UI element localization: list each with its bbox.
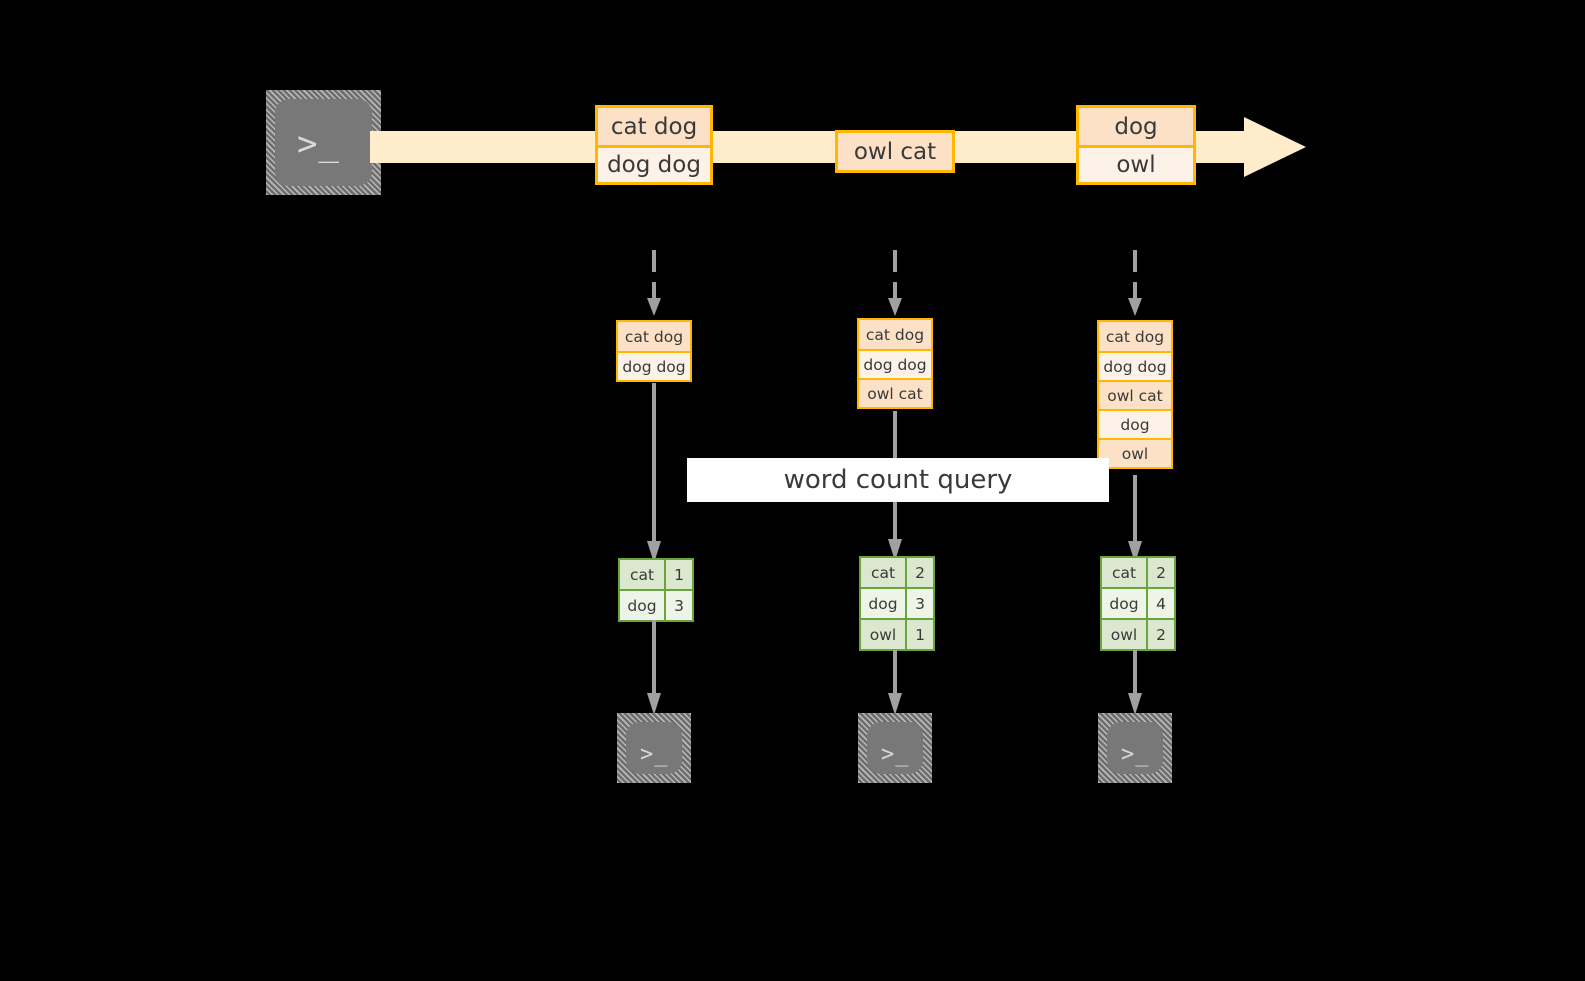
result-value: 3 xyxy=(666,591,692,620)
result-table-stage-2[interactable]: cat 2 dog 3 owl 1 xyxy=(859,556,935,651)
table-row: dog 4 xyxy=(1102,587,1174,618)
query-label: word count query xyxy=(687,458,1109,502)
event-row: owl xyxy=(1079,145,1193,182)
query-connector-stage-3 xyxy=(1127,475,1143,563)
terminal-prompt-glyph: >_ xyxy=(297,124,340,164)
table-row: owl 1 xyxy=(861,618,933,649)
terminal-screen: >_ xyxy=(867,722,923,774)
accumulated-buffer-stage-2[interactable]: cat dog dog dog owl cat xyxy=(857,318,933,409)
buffer-row: owl xyxy=(1099,438,1171,467)
buffer-row: dog xyxy=(1099,409,1171,438)
sink-terminal-icon-stage-1: >_ xyxy=(617,713,691,783)
buffer-row: dog dog xyxy=(859,349,931,378)
buffer-row: cat dog xyxy=(1099,322,1171,351)
sink-terminal-icon-stage-3: >_ xyxy=(1098,713,1172,783)
result-key: owl xyxy=(861,620,907,649)
result-key: owl xyxy=(1102,620,1148,649)
terminal-screen: >_ xyxy=(626,722,682,774)
buffer-row: owl cat xyxy=(859,378,931,407)
table-row: dog 3 xyxy=(620,589,692,620)
stream-event-3[interactable]: dog owl xyxy=(1076,105,1196,185)
event-row: owl cat xyxy=(838,133,952,170)
table-row: dog 3 xyxy=(861,587,933,618)
result-value: 2 xyxy=(1148,558,1174,587)
stream-event-2[interactable]: owl cat xyxy=(835,130,955,173)
sink-connector-stage-2 xyxy=(887,650,903,715)
terminal-prompt-glyph: >_ xyxy=(640,742,669,767)
result-value: 4 xyxy=(1148,589,1174,618)
result-value: 1 xyxy=(907,620,933,649)
event-row: dog xyxy=(1079,108,1193,145)
event-row: dog dog xyxy=(598,145,710,182)
table-row: cat 1 xyxy=(620,560,692,589)
buffer-row: dog dog xyxy=(618,351,690,380)
result-key: dog xyxy=(861,589,907,618)
dashed-connector-stage-1 xyxy=(646,250,662,320)
result-value: 3 xyxy=(907,589,933,618)
table-row: owl 2 xyxy=(1102,618,1174,649)
buffer-row: cat dog xyxy=(618,322,690,351)
result-table-stage-3[interactable]: cat 2 dog 4 owl 2 xyxy=(1100,556,1176,651)
result-value: 2 xyxy=(1148,620,1174,649)
query-connector-stage-1 xyxy=(646,383,662,563)
terminal-prompt-glyph: >_ xyxy=(881,742,910,767)
stream-event-1[interactable]: cat dog dog dog xyxy=(595,105,713,185)
source-terminal-icon: >_ xyxy=(266,90,381,195)
sink-terminal-icon-stage-2: >_ xyxy=(858,713,932,783)
result-table-stage-1[interactable]: cat 1 dog 3 xyxy=(618,558,694,622)
accumulated-buffer-stage-1[interactable]: cat dog dog dog xyxy=(616,320,692,382)
dashed-connector-stage-2 xyxy=(887,250,903,320)
result-value: 2 xyxy=(907,558,933,587)
table-row: cat 2 xyxy=(1102,558,1174,587)
sink-connector-stage-1 xyxy=(646,620,662,715)
result-value: 1 xyxy=(666,560,692,589)
terminal-screen: >_ xyxy=(1107,722,1163,774)
result-key: dog xyxy=(620,591,666,620)
accumulated-buffer-stage-3[interactable]: cat dog dog dog owl cat dog owl xyxy=(1097,320,1173,469)
event-row: cat dog xyxy=(598,108,710,145)
result-key: dog xyxy=(1102,589,1148,618)
table-row: cat 2 xyxy=(861,558,933,587)
buffer-row: cat dog xyxy=(859,320,931,349)
result-key: cat xyxy=(861,558,907,587)
result-key: cat xyxy=(1102,558,1148,587)
buffer-row: dog dog xyxy=(1099,351,1171,380)
buffer-row: owl cat xyxy=(1099,380,1171,409)
sink-connector-stage-3 xyxy=(1127,650,1143,715)
dashed-connector-stage-3 xyxy=(1127,250,1143,320)
terminal-prompt-glyph: >_ xyxy=(1121,742,1150,767)
result-key: cat xyxy=(620,560,666,589)
terminal-screen: >_ xyxy=(275,99,372,186)
